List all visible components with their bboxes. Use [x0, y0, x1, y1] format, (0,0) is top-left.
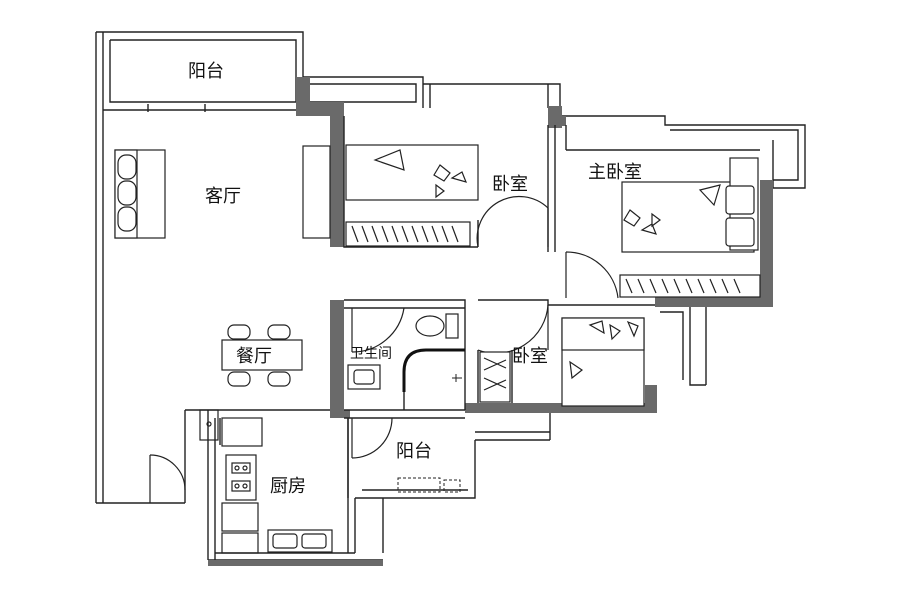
stove-icon [225, 454, 257, 501]
room-label-kitchen: 厨房 [270, 476, 306, 497]
shower-partition [402, 348, 465, 392]
toilet-icon [415, 313, 459, 339]
room-label-bedroom-small: 卧室 [512, 346, 548, 367]
master-wardrobe-icon [619, 274, 761, 298]
room-label-bedroom-mid: 卧室 [492, 174, 528, 195]
small-wardrobe-icon [479, 351, 511, 403]
master-bed-icon [621, 157, 759, 253]
sofa-icon [114, 149, 166, 239]
room-label-balcony-top: 阳台 [188, 61, 224, 82]
thick-walls [208, 77, 773, 566]
kitchen-sink-icon [267, 529, 333, 553]
sink-icon [347, 364, 381, 390]
laundry-icon [397, 477, 461, 493]
outer-walls [95, 31, 806, 561]
floor-drain [452, 374, 462, 382]
kitchen-counter [221, 417, 263, 554]
small-bed-icon [561, 317, 645, 407]
room-label-master-bedroom: 主卧室 [588, 162, 642, 183]
dining-table-icon [221, 324, 303, 387]
interior-walls [219, 116, 760, 498]
wardrobe-icon [345, 221, 471, 247]
room-label-dining: 餐厅 [236, 346, 272, 367]
bed-icon [345, 144, 479, 201]
tv-cabinet [302, 145, 331, 239]
kitchen-ledge [199, 409, 219, 441]
room-label-balcony-bottom: 阳台 [396, 441, 432, 462]
room-label-living-room: 客厅 [205, 186, 241, 207]
room-label-bathroom: 卫生间 [350, 346, 392, 362]
